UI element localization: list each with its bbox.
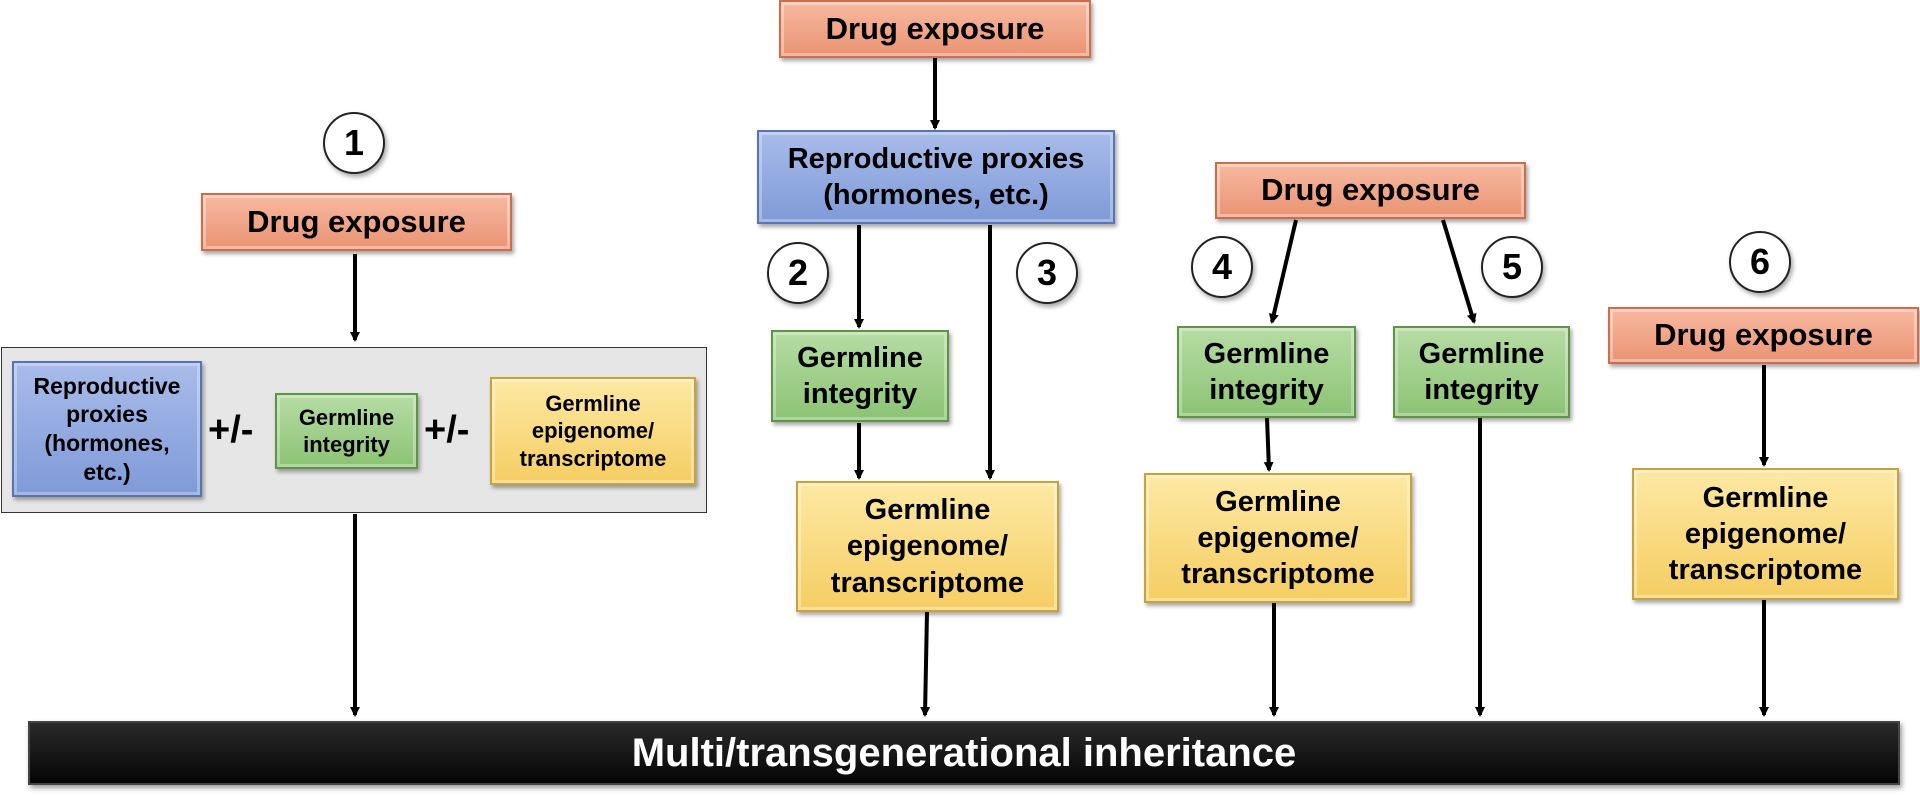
reproductive-proxies-box-1: Reproductive proxies (hormones, etc.) bbox=[12, 361, 202, 497]
drug-exposure-box-3: Drug exposure bbox=[1215, 162, 1526, 219]
pathway-number-1: 1 bbox=[323, 112, 385, 174]
reproductive-proxies-box-2: Reproductive proxies (hormones, etc.) bbox=[757, 130, 1115, 224]
germline-epigenome-box-1: Germline epigenome/ transcriptome bbox=[490, 377, 696, 485]
germline-integrity-box-4: Germline integrity bbox=[1393, 326, 1570, 418]
germline-epigenome-box-4: Germline epigenome/ transcriptome bbox=[1632, 468, 1899, 600]
plus-minus-2: +/- bbox=[424, 409, 470, 451]
drug-exposure-box-2: Drug exposure bbox=[779, 0, 1091, 58]
reproductive-proxies-line-2: (hormones, etc.) bbox=[823, 179, 1049, 211]
arrow-p4-exposure-to-integrity bbox=[1268, 219, 1298, 324]
arrow-p4-integrity-to-epigenome bbox=[1263, 417, 1274, 472]
pathway-number-4: 4 bbox=[1191, 236, 1253, 298]
germline-integrity-box-2: Germline integrity bbox=[771, 330, 949, 422]
drug-exposure-box-1: Drug exposure bbox=[201, 193, 512, 251]
pathway-number-5: 5 bbox=[1481, 236, 1543, 298]
reproductive-proxies-line-1: Reproductive proxies bbox=[787, 142, 1085, 175]
germline-epigenome-box-2: Germline epigenome/ transcriptome bbox=[796, 481, 1059, 612]
pathway-number-6: 6 bbox=[1729, 231, 1791, 293]
inheritance-bar: Multi/transgenerational inheritance bbox=[28, 721, 1900, 785]
drug-exposure-box-4: Drug exposure bbox=[1608, 307, 1919, 364]
germline-epigenome-box-3: Germline epigenome/ transcriptome bbox=[1144, 473, 1412, 603]
germline-integrity-box-3: Germline integrity bbox=[1177, 326, 1356, 418]
pathway-number-2: 2 bbox=[767, 242, 829, 304]
pathway-number-3: 3 bbox=[1016, 242, 1078, 304]
arrow-p2-epigenome-to-inheritance bbox=[920, 611, 931, 717]
germline-integrity-box-1: Germline integrity bbox=[275, 393, 418, 469]
arrow-p5-exposure-to-integrity bbox=[1441, 219, 1477, 324]
plus-minus-1: +/- bbox=[208, 409, 254, 451]
